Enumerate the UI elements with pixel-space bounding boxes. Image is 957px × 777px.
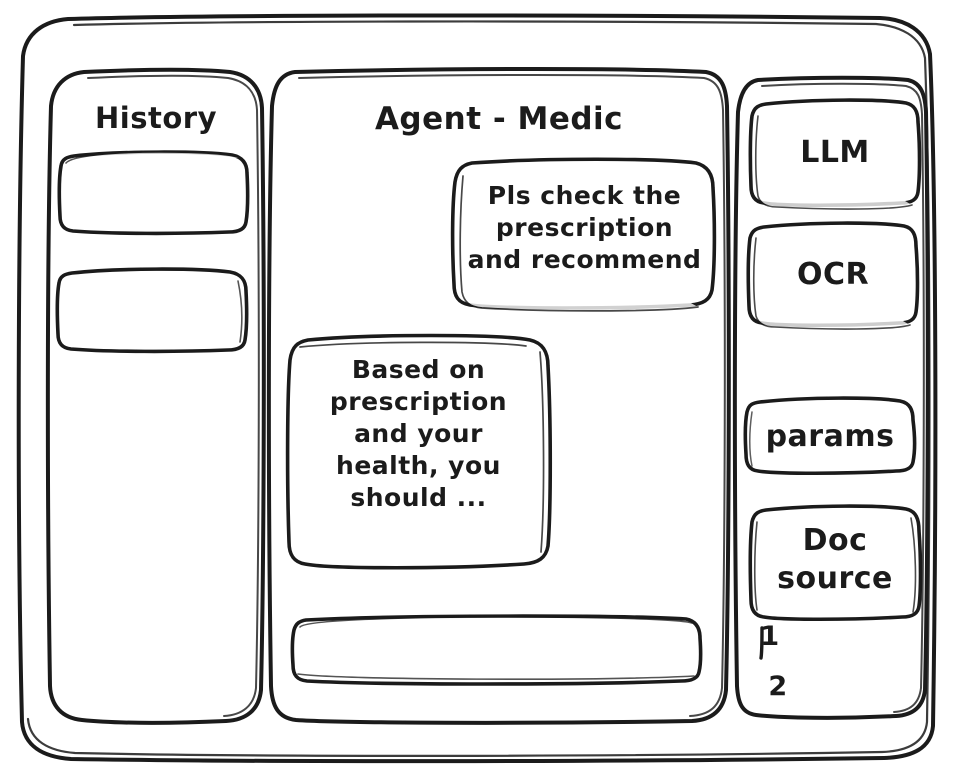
tool-doc-source-shape — [748, 504, 923, 622]
tool-llm-label: LLM — [800, 135, 870, 170]
tool-params-button[interactable]: params — [745, 398, 915, 474]
assistant-message-text: Based on prescription and your health, y… — [329, 355, 508, 512]
composer-input[interactable] — [292, 616, 702, 683]
agent-panel-title: Agent - Medic — [374, 101, 624, 137]
doc-source-list-marks — [759, 626, 764, 660]
tool-params-label: params — [765, 419, 895, 454]
history-item-1-box — [57, 150, 250, 236]
doc-source-item-1-label: 1 — [760, 621, 780, 652]
user-message-bubble-shape — [450, 157, 717, 312]
composer-input-shape — [290, 614, 703, 686]
tool-llm-button[interactable]: LLM — [750, 100, 920, 206]
tool-ocr-label: OCR — [796, 257, 870, 292]
history-item-1[interactable] — [60, 152, 247, 232]
tool-llm-shape — [748, 98, 922, 210]
assistant-message-bubble-shape — [285, 333, 553, 570]
history-item-2-box — [55, 267, 249, 354]
tool-ocr-button[interactable]: OCR — [748, 223, 918, 327]
assistant-message-bubble: Based on prescription and your health, y… — [287, 337, 550, 569]
tool-params-shape — [743, 396, 917, 476]
history-panel-title: History — [95, 101, 217, 135]
user-message-text: Pls check the prescription and recommend — [467, 181, 702, 274]
tool-doc-source-button[interactable]: Doc source — [750, 506, 920, 620]
tool-ocr-shape — [746, 221, 920, 330]
doc-source-item-2[interactable]: 2 — [756, 668, 800, 708]
history-item-2[interactable] — [58, 270, 246, 350]
user-message-bubble: Pls check the prescription and recommend — [454, 160, 715, 308]
tool-doc-source-label: Doc source — [777, 523, 893, 597]
doc-source-item-2-label: 2 — [768, 671, 788, 702]
doc-source-item-1[interactable]: 1 — [748, 618, 792, 658]
